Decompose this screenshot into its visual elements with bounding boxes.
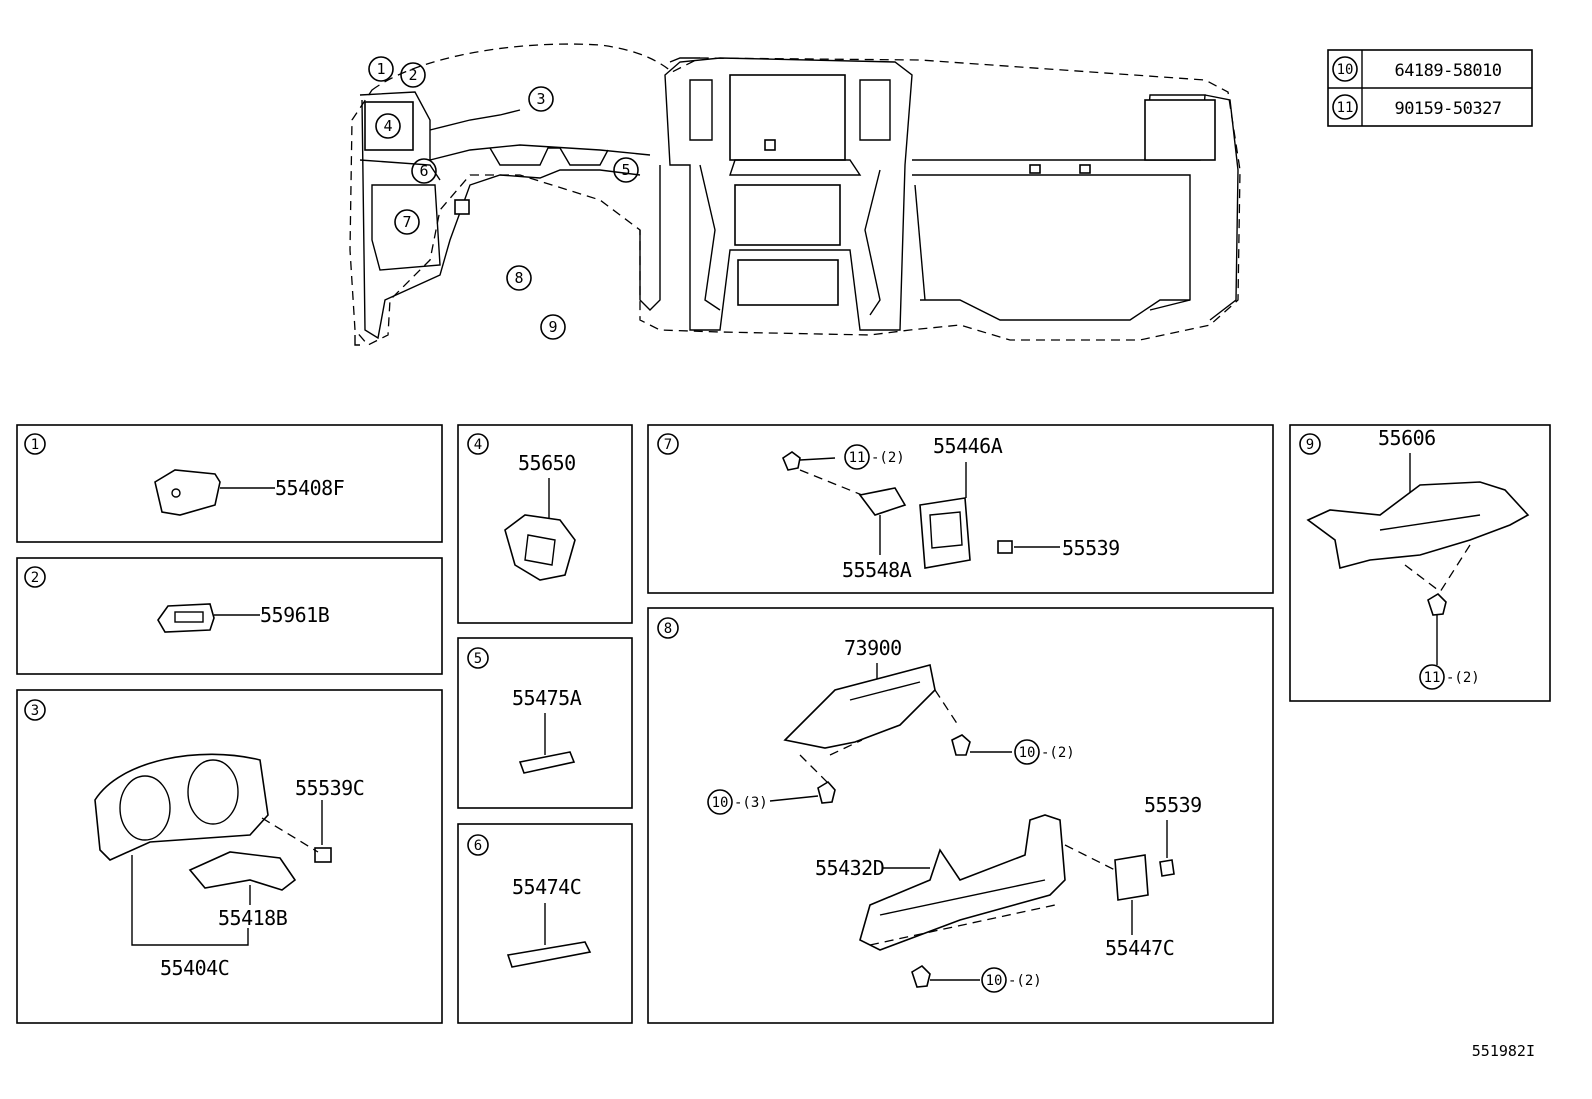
svg-text:7: 7: [664, 437, 672, 453]
svg-text:8: 8: [664, 621, 672, 637]
svg-text:-(2): -(2): [1008, 973, 1042, 989]
panel-8: 8 73900 10 -(2) 10 -(3) 55432D 55539: [647, 607, 1274, 1024]
panel-9: 9 55606 11 -(2): [1289, 424, 1551, 702]
part-55548A[interactable]: 55548A: [842, 558, 912, 582]
part-55446A[interactable]: 55446A: [933, 434, 1003, 458]
svg-text:8: 8: [514, 269, 523, 287]
svg-text:3: 3: [536, 90, 545, 108]
overview-callout-5[interactable]: 5: [613, 157, 639, 183]
svg-text:7: 7: [402, 213, 411, 231]
svg-text:2: 2: [31, 570, 39, 586]
overview-callout-9[interactable]: 9: [540, 314, 566, 340]
svg-text:1: 1: [376, 60, 385, 78]
part-55474C[interactable]: 55474C: [512, 875, 582, 899]
svg-text:1: 1: [31, 437, 39, 453]
svg-text:9: 9: [1306, 437, 1314, 453]
fastener-10-callout-a[interactable]: 10 -(2): [1014, 739, 1075, 765]
ref-row-11: 11 90159-50327: [1332, 94, 1502, 120]
part-55475A[interactable]: 55475A: [512, 686, 582, 710]
dashboard-overview: 1 2 3 4 5 6 7 8 9: [349, 43, 1241, 346]
part-55539-p7[interactable]: 55539: [1062, 536, 1120, 560]
svg-text:10: 10: [986, 973, 1003, 989]
svg-text:-(2): -(2): [1041, 745, 1075, 761]
svg-text:5: 5: [621, 161, 630, 179]
svg-text:64189-58010: 64189-58010: [1394, 61, 1501, 81]
panel-2: 2 55961B: [16, 557, 443, 675]
svg-text:10: 10: [1019, 745, 1036, 761]
overview-callout-7[interactable]: 7: [394, 209, 420, 235]
overview-callout-3[interactable]: 3: [528, 86, 554, 112]
overview-callout-2[interactable]: 2: [400, 62, 426, 88]
svg-text:10: 10: [712, 795, 729, 811]
svg-text:11: 11: [1424, 670, 1441, 686]
fastener-11-callout-p9[interactable]: 11 -(2): [1419, 664, 1480, 690]
svg-text:2: 2: [408, 66, 417, 84]
part-55447C[interactable]: 55447C: [1105, 936, 1175, 960]
overview-callout-4[interactable]: 4: [375, 113, 401, 139]
panel-5: 5 55475A: [457, 637, 633, 809]
ref-row-10: 10 64189-58010: [1332, 56, 1502, 82]
svg-text:5: 5: [474, 651, 482, 667]
panel-7: 7 11 -(2) 55548A 55446A 55539: [647, 424, 1274, 594]
svg-text:11: 11: [1337, 100, 1354, 116]
part-55961B[interactable]: 55961B: [260, 603, 330, 627]
panel-3: 3 55539C 55418B 55404C: [16, 689, 443, 1024]
svg-text:11: 11: [849, 450, 866, 466]
part-55539C[interactable]: 55539C: [295, 776, 365, 800]
panel-1: 1 55408F: [16, 424, 443, 543]
diagram-code: 551982I: [1472, 1042, 1535, 1060]
fastener-11-callout[interactable]: 11 -(2): [844, 444, 905, 470]
svg-text:3: 3: [31, 703, 39, 719]
svg-text:-(3): -(3): [734, 795, 768, 811]
part-55606[interactable]: 55606: [1378, 426, 1436, 450]
svg-text:-(2): -(2): [1446, 670, 1480, 686]
part-55650[interactable]: 55650: [518, 451, 576, 475]
part-55404C[interactable]: 55404C: [160, 956, 230, 980]
svg-text:4: 4: [474, 437, 482, 453]
fastener-10-callout-b[interactable]: 10 -(3): [707, 789, 768, 815]
part-55432D[interactable]: 55432D: [815, 856, 885, 880]
svg-text:6: 6: [474, 838, 482, 854]
svg-text:9: 9: [548, 318, 557, 336]
part-55539-p8[interactable]: 55539: [1144, 793, 1202, 817]
overview-callout-6[interactable]: 6: [411, 158, 437, 184]
panel-4: 4 55650: [457, 424, 633, 624]
part-73900[interactable]: 73900: [844, 636, 902, 660]
reference-table: 10 64189-58010 11 90159-50327: [1327, 49, 1533, 127]
svg-text:4: 4: [383, 117, 392, 135]
panel-6: 6 55474C: [457, 823, 633, 1024]
fastener-10-callout-c[interactable]: 10 -(2): [981, 967, 1042, 993]
part-55418B[interactable]: 55418B: [218, 906, 288, 930]
svg-text:-(2): -(2): [871, 450, 905, 466]
svg-text:6: 6: [419, 162, 428, 180]
svg-text:90159-50327: 90159-50327: [1394, 99, 1501, 119]
part-55408F[interactable]: 55408F: [275, 476, 345, 500]
svg-text:10: 10: [1337, 62, 1354, 78]
overview-callout-8[interactable]: 8: [506, 265, 532, 291]
overview-callout-1[interactable]: 1: [368, 56, 394, 82]
